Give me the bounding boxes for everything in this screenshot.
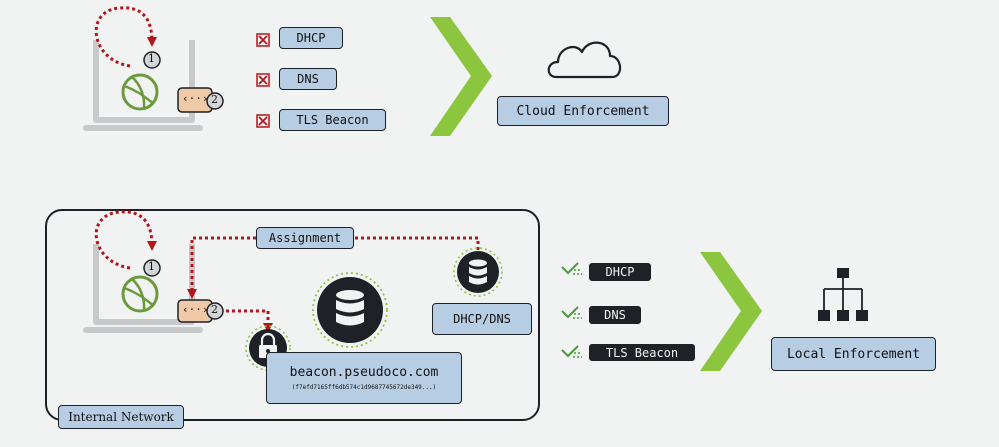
loop-arrow (94, 6, 157, 68)
step-1-number: 1 (148, 260, 155, 273)
internal-network-label: Internal Network (58, 405, 184, 429)
database-icon (453, 247, 503, 297)
globe-icon (121, 73, 159, 111)
allowed-dns-label: DNS (589, 306, 641, 324)
step-badge-1 (143, 51, 161, 69)
step-2-number: 2 (211, 303, 218, 316)
x-mark-icon (256, 73, 270, 87)
beacon-hash: (f7efd7165ff6db574c1d9687745672de349...) (291, 384, 437, 391)
chevron-right-icon (700, 252, 762, 371)
loop-arrow (94, 210, 157, 270)
step-1-number: 1 (148, 52, 155, 65)
cloud-icon (547, 41, 622, 79)
step-badge-2 (206, 302, 224, 320)
blocked-dns-label: DNS (279, 68, 337, 90)
local-enforcement-label: Local Enforcement (771, 337, 936, 371)
x-mark-icon (256, 114, 270, 128)
beacon-host: beacon.pseudoco.com (289, 365, 439, 380)
hierarchy-icon (818, 268, 868, 321)
step-badge-2 (206, 92, 224, 110)
dhcp-dns-server-label: DHCP/DNS (432, 303, 532, 335)
cloud-enforcement-label: Cloud Enforcement (497, 96, 669, 126)
tag-symbol: ‹··› (182, 303, 209, 316)
x-mark-icon (256, 33, 270, 47)
allowed-tls-beacon-label: TLS Beacon (589, 344, 695, 361)
beacon-server-box: beacon.pseudoco.com (f7efd7165ff6db574c1… (266, 352, 462, 404)
chevron-right-icon (430, 17, 492, 136)
step-2-number: 2 (211, 93, 218, 106)
blocked-dhcp-label: DHCP (279, 27, 343, 49)
check-icon (561, 345, 582, 358)
check-icon (561, 306, 582, 319)
step-badge-1 (143, 259, 161, 277)
tag-symbol: ‹··› (182, 92, 209, 105)
laptop-icon (83, 40, 203, 131)
database-icon (312, 272, 388, 348)
assignment-label: Assignment (256, 227, 354, 249)
allowed-dhcp-label: DHCP (589, 263, 651, 281)
beacon-arrow (226, 309, 273, 333)
check-icon (561, 262, 582, 275)
globe-icon (121, 275, 159, 313)
blocked-tls-beacon-label: TLS Beacon (279, 109, 386, 131)
assignment-arrow (187, 236, 480, 299)
